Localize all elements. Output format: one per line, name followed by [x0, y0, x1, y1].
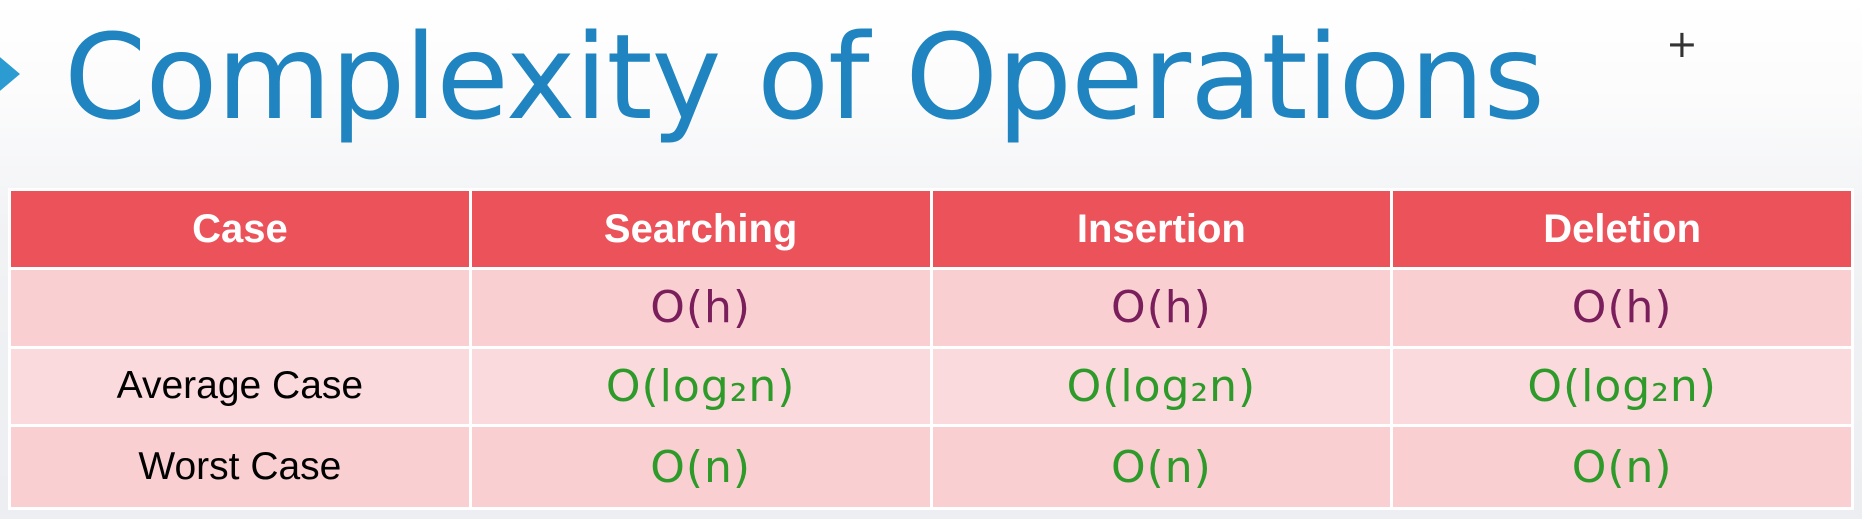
header-case: Case	[11, 191, 469, 267]
cell-deletion: O(h)	[1393, 270, 1851, 346]
cell-searching: O(n)	[471, 427, 930, 507]
plus-cursor-icon: +	[1666, 22, 1698, 66]
handwritten-value: O(h)	[650, 282, 752, 334]
cell-case: Worst Case	[11, 427, 469, 507]
table-row: Average Case O(log₂n) O(log₂n) O(log₂n)	[11, 348, 1851, 425]
table-row: Worst Case O(n) O(n) O(n)	[11, 427, 1851, 507]
cell-deletion: O(n)	[1393, 427, 1851, 507]
cell-insertion: O(log₂n)	[932, 348, 1391, 425]
table-row: O(h) O(h) O(h)	[11, 270, 1851, 346]
handwritten-value: O(n)	[650, 441, 752, 493]
header-insertion: Insertion	[932, 191, 1391, 267]
complexity-table: Case Searching Insertion Deletion O(h) O…	[8, 188, 1854, 510]
handwritten-value: O(h)	[1110, 282, 1212, 334]
complexity-table-container: Case Searching Insertion Deletion O(h) O…	[8, 188, 1854, 510]
table-header-row: Case Searching Insertion Deletion	[11, 191, 1851, 267]
header-deletion: Deletion	[1393, 191, 1851, 267]
cell-searching: O(h)	[471, 270, 930, 346]
handwritten-value: O(log₂n)	[1066, 360, 1257, 412]
handwritten-value: O(log₂n)	[1527, 360, 1717, 412]
cell-insertion: O(n)	[932, 427, 1391, 507]
cell-case	[11, 270, 469, 346]
cell-insertion: O(h)	[932, 270, 1391, 346]
arrow-bullet-icon	[0, 52, 20, 96]
slide-title: Complexity of Operations	[64, 8, 1545, 146]
handwritten-value: O(log₂n)	[605, 360, 796, 412]
handwritten-value: O(h)	[1571, 282, 1673, 334]
header-searching: Searching	[471, 191, 930, 267]
handwritten-value: O(n)	[1110, 441, 1212, 493]
cell-case: Average Case	[11, 348, 469, 425]
handwritten-value: O(n)	[1571, 441, 1673, 493]
cell-deletion: O(log₂n)	[1393, 348, 1851, 425]
cell-searching: O(log₂n)	[471, 348, 930, 425]
